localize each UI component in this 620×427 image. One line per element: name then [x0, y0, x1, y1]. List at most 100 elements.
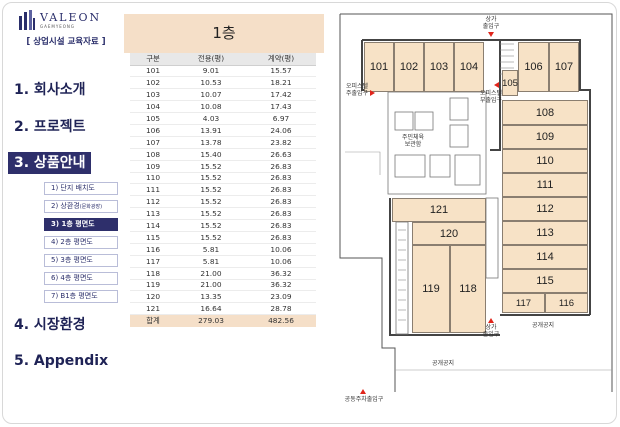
- cell-contract: 18.21: [246, 76, 316, 90]
- sub-item-floor-3[interactable]: 5) 3층 평면도: [44, 254, 118, 267]
- unit-102[interactable]: 102: [394, 42, 424, 92]
- sub-item-floor-1[interactable]: 3) 1층 평면도: [44, 218, 118, 231]
- table-header-row: 구분 전용(평) 계약(평): [130, 53, 316, 66]
- unit-120[interactable]: 120: [412, 222, 486, 245]
- unit-106[interactable]: 106: [518, 42, 549, 92]
- unit-116[interactable]: 116: [545, 293, 588, 313]
- cell-unit: 116: [130, 243, 176, 256]
- unit-118[interactable]: 118: [450, 245, 486, 333]
- unit-104[interactable]: 104: [454, 42, 484, 92]
- unit-101[interactable]: 101: [364, 42, 394, 92]
- unit-109[interactable]: 109: [502, 125, 588, 149]
- cell-exclusive: 10.08: [176, 100, 246, 114]
- sub-item-environment[interactable]: 2) 상환경(문화광장): [44, 200, 118, 213]
- cell-exclusive: 9.01: [176, 65, 246, 78]
- menu-item-company[interactable]: 1. 회사소개: [14, 82, 86, 98]
- cell-unit: 114: [130, 219, 176, 232]
- floor-header: 1층: [124, 14, 324, 53]
- cell-exclusive: 13.35: [176, 290, 246, 304]
- cell-unit: 111: [130, 183, 176, 197]
- unit-121[interactable]: 121: [392, 198, 486, 222]
- office-sub-entry-arrow-icon: [494, 82, 499, 88]
- top-entry-label: 상가 출입구: [482, 16, 500, 30]
- cell-contract: 26.83: [246, 207, 316, 221]
- unit-103[interactable]: 103: [424, 42, 454, 92]
- cell-exclusive: 16.64: [176, 302, 246, 316]
- cell-unit: 112: [130, 195, 176, 209]
- cell-exclusive: 13.91: [176, 124, 246, 137]
- sub-item-label: 4) 2층 평면도: [51, 238, 93, 246]
- cell-exclusive: 15.52: [176, 160, 246, 173]
- cell-contract: 36.32: [246, 279, 316, 292]
- sub-item-floor-4[interactable]: 6) 4층 평면도: [44, 272, 118, 285]
- building-walls: [361, 39, 591, 336]
- cell-contract: 26.83: [246, 219, 316, 232]
- cell-exclusive: 4.03: [176, 112, 246, 125]
- cell-exclusive: 15.52: [176, 183, 246, 197]
- sub-item-floor-2[interactable]: 4) 2층 평면도: [44, 236, 118, 249]
- unit-107[interactable]: 107: [549, 42, 579, 92]
- menu-item-project[interactable]: 2. 프로젝트: [14, 119, 86, 135]
- cell-exclusive: 15.52: [176, 219, 246, 232]
- menu-item-market[interactable]: 4. 시장환경: [14, 317, 86, 333]
- cell-exclusive: 15.52: [176, 172, 246, 185]
- col-header-unit: 구분: [130, 53, 176, 66]
- top-entry-arrow-icon: [488, 32, 494, 37]
- cell-unit: 110: [130, 172, 176, 185]
- unit-117[interactable]: 117: [502, 293, 545, 313]
- open-space-right-label: 공개공지: [531, 322, 555, 329]
- cell-contract: 36.32: [246, 267, 316, 280]
- unit-111[interactable]: 111: [502, 173, 588, 197]
- cell-exclusive: 15.52: [176, 207, 246, 221]
- cell-contract: 17.43: [246, 100, 316, 114]
- bottom-entry-arrow-icon: [488, 318, 494, 323]
- unit-112[interactable]: 112: [502, 197, 588, 221]
- parking-entry-arrow-icon: [360, 389, 366, 394]
- col-header-exclusive: 전용(평): [176, 53, 246, 66]
- cell-contract: 26.63: [246, 148, 316, 161]
- unit-108[interactable]: 108: [502, 100, 588, 125]
- unit-105[interactable]: 105: [502, 70, 518, 96]
- cell-exclusive: 10.07: [176, 88, 246, 102]
- cell-unit: 108: [130, 148, 176, 161]
- cell-exclusive: 21.00: [176, 279, 246, 292]
- sub-item-site-plan[interactable]: 1) 단지 배치도: [44, 182, 118, 195]
- unit-113[interactable]: 113: [502, 221, 588, 245]
- logo-sub: GAEMYEONG: [40, 24, 76, 29]
- cell-unit: 101: [130, 65, 176, 78]
- cell-unit: 117: [130, 255, 176, 268]
- unit-110[interactable]: 110: [502, 149, 588, 173]
- stairs: [398, 43, 514, 321]
- parking-entry-label: 공동주차출입구: [344, 396, 384, 403]
- menu-item-product[interactable]: 3. 상품안내: [8, 152, 92, 174]
- sub-item-label: 5) 3층 평면도: [51, 256, 93, 264]
- sub-item-label: 3) 1층 평면도: [51, 220, 95, 228]
- cell-exclusive: 10.53: [176, 76, 246, 90]
- open-space-bottom-label: 공개공지: [431, 360, 455, 367]
- sub-item-label: 1) 단지 배치도: [51, 184, 95, 192]
- unit-115[interactable]: 115: [502, 269, 588, 293]
- cell-contract: 23.82: [246, 136, 316, 149]
- cell-contract: 15.57: [246, 65, 316, 78]
- sub-item-floor-b1[interactable]: 7) B1층 평면도: [44, 290, 118, 303]
- logo-brand: VALEON: [40, 11, 102, 24]
- cell-unit: 121: [130, 302, 176, 316]
- unit-114[interactable]: 114: [502, 245, 588, 269]
- cell-unit: 115: [130, 231, 176, 244]
- menu-item-appendix[interactable]: 5. Appendix: [14, 353, 109, 369]
- cell-exclusive: 5.81: [176, 243, 246, 256]
- sub-menu: 1) 단지 배치도 2) 상환경(문화광장) 3) 1층 평면도 4) 2층 평…: [44, 182, 118, 308]
- unit-119[interactable]: 119: [412, 245, 450, 333]
- cell-unit: 118: [130, 267, 176, 280]
